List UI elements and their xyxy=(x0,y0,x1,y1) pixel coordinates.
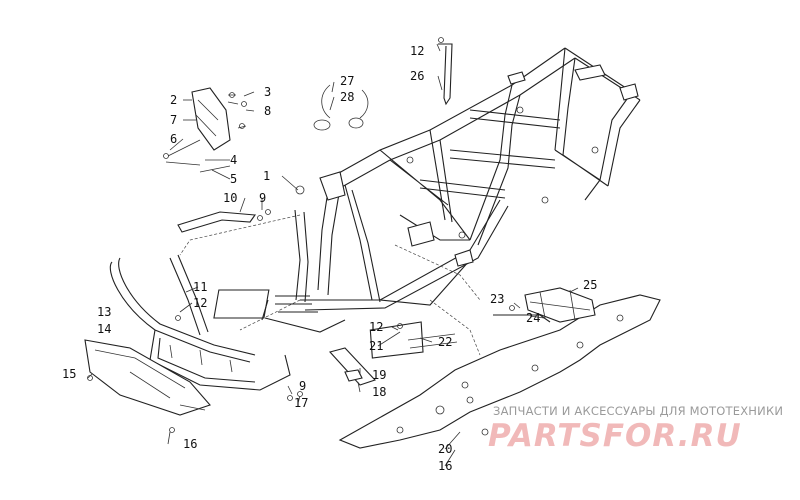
callout-25: 25 xyxy=(583,278,597,292)
callout-18: 18 xyxy=(372,385,386,399)
callout-15: 15 xyxy=(62,367,76,381)
callout-6: 6 xyxy=(170,132,177,146)
callout-9-lower: 9 xyxy=(299,379,306,393)
callout-9-upper: 9 xyxy=(259,191,266,205)
callout-8: 8 xyxy=(264,104,271,118)
callout-13: 13 xyxy=(97,305,111,319)
callout-24: 24 xyxy=(526,311,540,325)
callout-21: 21 xyxy=(369,339,383,353)
callout-4: 4 xyxy=(230,153,237,167)
footrest-brackets xyxy=(287,323,403,401)
front-bracket xyxy=(177,209,271,233)
main-frame xyxy=(179,47,641,356)
callout-12-mid: 12 xyxy=(369,320,383,334)
callout-11: 11 xyxy=(193,280,207,294)
rear-rack xyxy=(493,287,596,323)
main-skid-plate xyxy=(338,294,661,449)
callout-22: 22 xyxy=(438,335,452,349)
callout-12-top: 12 xyxy=(410,44,424,58)
callout-numbers: 1 2 3 4 5 6 7 8 9 9 10 11 12 12 12 13 14… xyxy=(62,44,597,473)
watermark-tagline: ЗАПЧАСТИ И АКСЕССУАРЫ ДЛЯ МОТОТЕХНИКИ xyxy=(493,404,784,418)
callout-7: 7 xyxy=(170,113,177,127)
callout-28: 28 xyxy=(340,90,354,104)
callout-23: 23 xyxy=(490,292,504,306)
side-guard xyxy=(163,87,247,173)
callout-2: 2 xyxy=(170,93,177,107)
callout-14: 14 xyxy=(97,322,111,336)
front-bumper xyxy=(109,254,291,391)
callout-10: 10 xyxy=(223,191,237,205)
callout-17: 17 xyxy=(294,396,308,410)
hose-clamps xyxy=(313,84,369,131)
callout-19: 19 xyxy=(372,368,386,382)
callout-27: 27 xyxy=(340,74,354,88)
front-skid-plate xyxy=(84,339,211,433)
callout-26: 26 xyxy=(410,69,424,83)
callout-3: 3 xyxy=(264,85,271,99)
callout-20: 20 xyxy=(438,442,452,456)
support-rod xyxy=(438,37,453,106)
leader-lines xyxy=(87,43,579,467)
callout-5: 5 xyxy=(230,172,237,186)
callout-12-left: 12 xyxy=(193,296,207,310)
callout-16-left: 16 xyxy=(183,437,197,451)
callout-1: 1 xyxy=(263,169,270,183)
watermark-logo: PARTSFOR.RU xyxy=(488,418,742,454)
callout-16-right: 16 xyxy=(438,459,452,473)
